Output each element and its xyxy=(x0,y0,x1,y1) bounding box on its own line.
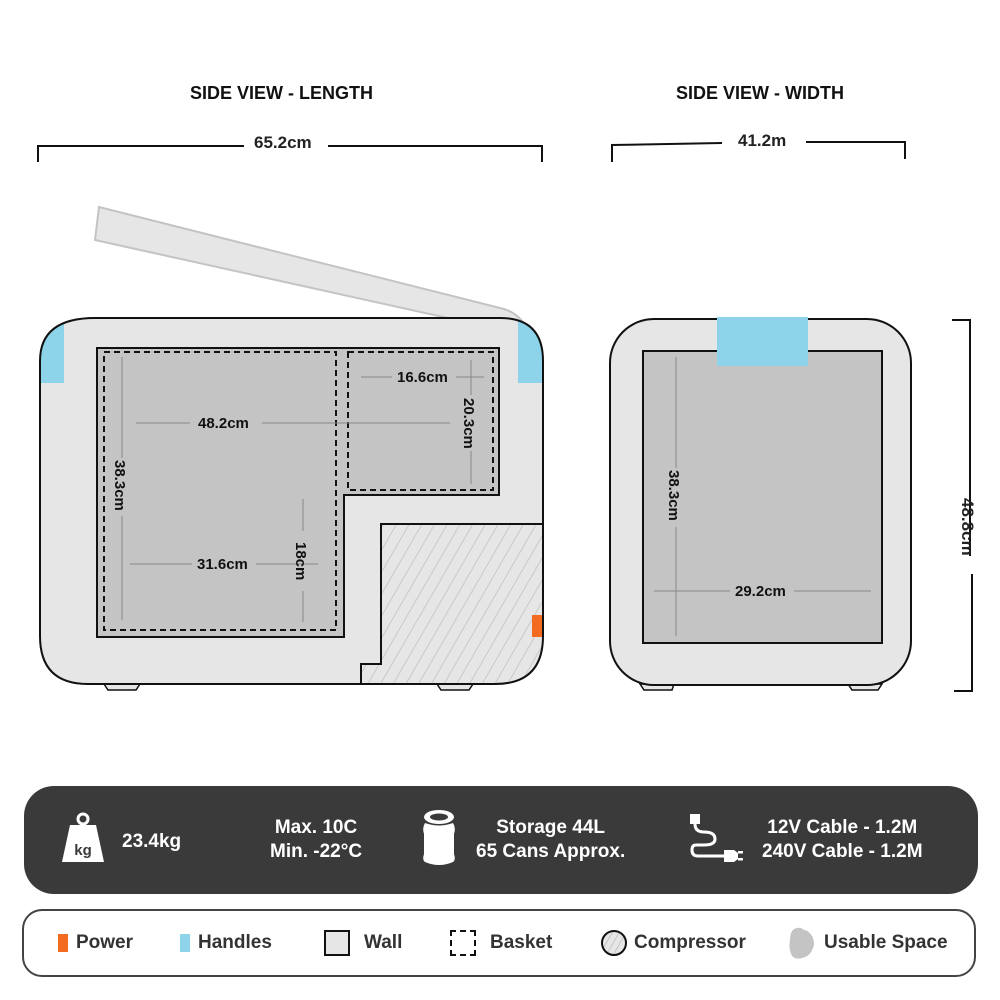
storage-cans: 65 Cans Approx. xyxy=(476,841,626,862)
power-cable-icon xyxy=(690,814,743,862)
legend-label: Usable Space xyxy=(824,932,948,953)
overall-length-label: 65.2cm xyxy=(254,133,312,152)
legend-item-basket: Basket xyxy=(450,911,552,975)
handle-left xyxy=(40,318,64,383)
legend-item-wall: Wall xyxy=(324,911,402,975)
width-view-title: SIDE VIEW - WIDTH xyxy=(676,83,844,103)
compressor-area xyxy=(360,523,543,684)
legend-label: Compressor xyxy=(634,932,746,953)
legend-label: Power xyxy=(76,932,134,953)
dim-20-3: 20.3cm xyxy=(460,398,477,449)
open-lid xyxy=(93,205,530,336)
svg-text:kg: kg xyxy=(74,842,92,859)
dim-38-3-length: 38.3cm xyxy=(111,460,128,511)
handles-swatch-icon xyxy=(180,934,190,952)
cable-12v: 12V Cable - 1.2M xyxy=(767,817,918,838)
dim-31-6: 31.6cm xyxy=(197,556,248,573)
weight-value: 23.4kg xyxy=(122,831,182,852)
basket-large xyxy=(103,351,337,631)
weight-kg-icon: kg xyxy=(62,812,104,862)
compressor-hatched-swatch-icon xyxy=(601,930,627,956)
specs-bar: kg 23.4kg Max. 10C Min. -22°C Storage 44… xyxy=(24,786,978,894)
handle-top xyxy=(717,317,808,366)
temperature-spec: Max. 10C Min. -22°C xyxy=(270,816,362,864)
legend-item-handles: Handles xyxy=(180,911,272,975)
legend-item-power: Power xyxy=(58,911,133,975)
dim-48-8: 48.8cm xyxy=(958,498,977,556)
legend-item-usable-space: Usable Space xyxy=(788,911,948,975)
cooler-diagram: 48.2cm 31.6cm 16.6cm 38.3cm 18cm 20.3cm … xyxy=(37,141,977,692)
basket-small xyxy=(347,351,494,491)
legend-label: Wall xyxy=(364,932,403,953)
length-view-title: SIDE VIEW - LENGTH xyxy=(190,83,374,103)
overall-width-label: 41.2m xyxy=(738,131,787,150)
length-dimension-bracket xyxy=(37,145,543,162)
wall-swatch-icon xyxy=(324,930,350,956)
dim-16-6: 16.6cm xyxy=(397,369,448,386)
usable-space-width xyxy=(642,350,883,644)
legend: Power Handles Wall Basket Compressor Usa… xyxy=(22,909,976,977)
storage-spec: Storage 44L 65 Cans Approx. xyxy=(476,816,625,864)
legend-label: Handles xyxy=(198,932,272,953)
dim-29-2: 29.2cm xyxy=(735,583,786,600)
legend-label: Basket xyxy=(490,932,553,953)
usable-space-length xyxy=(96,347,500,638)
width-dimension-bracket xyxy=(611,141,906,162)
temp-min: Min. -22°C xyxy=(270,841,363,862)
power-swatch-icon xyxy=(58,934,68,952)
basket-dashed-swatch-icon xyxy=(450,930,476,956)
cable-spec: 12V Cable - 1.2M 240V Cable - 1.2M xyxy=(762,816,923,864)
can-icon xyxy=(423,810,455,865)
dim-48-2: 48.2cm xyxy=(198,415,249,432)
dim-38-3-width: 38.3cm xyxy=(665,470,682,521)
height-dimension-bracket xyxy=(952,319,973,692)
legend-item-compressor: Compressor xyxy=(600,911,746,975)
cable-240v: 240V Cable - 1.2M xyxy=(762,841,923,862)
dim-18: 18cm xyxy=(292,542,309,580)
temp-max: Max. 10C xyxy=(274,817,358,838)
power-indicator xyxy=(532,615,543,637)
storage-capacity: Storage 44L xyxy=(496,817,605,838)
usable-space-swatch-icon xyxy=(789,927,814,959)
